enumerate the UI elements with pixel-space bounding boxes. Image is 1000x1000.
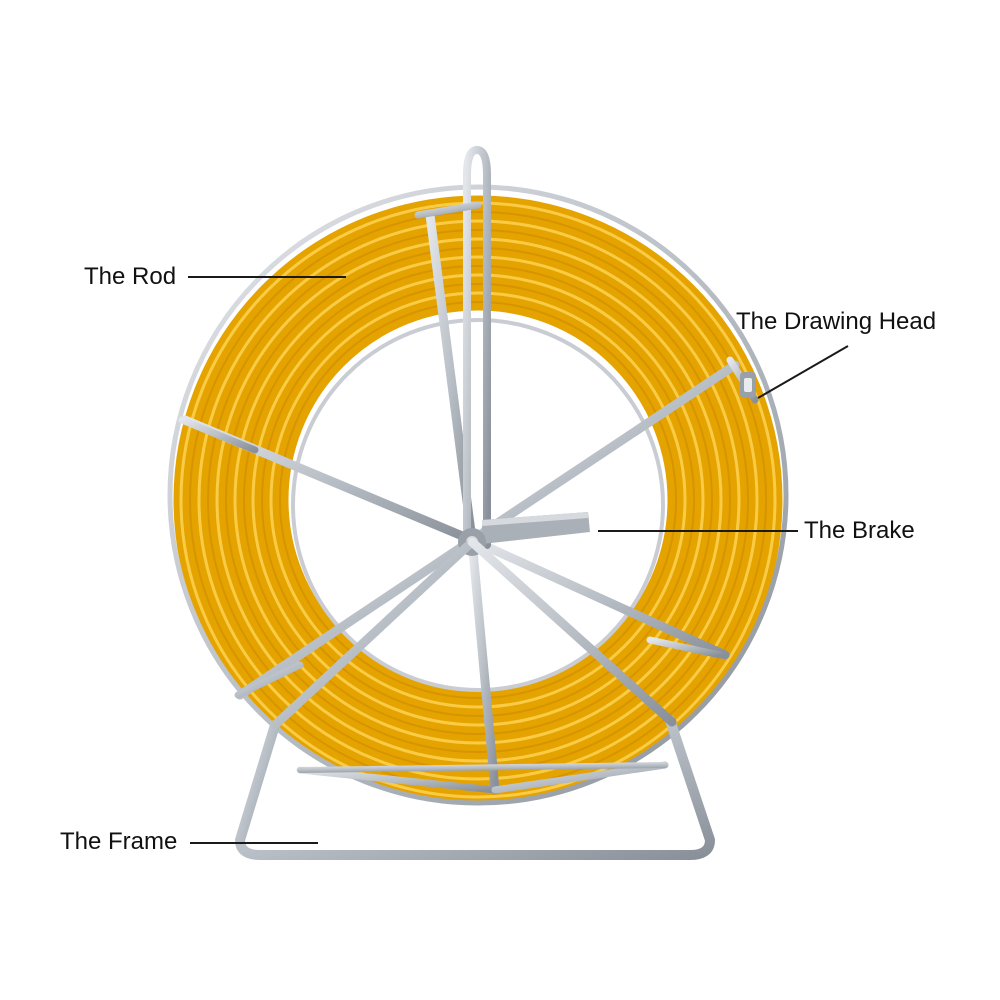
rod-winding <box>233 255 723 745</box>
rod-winding <box>261 283 695 717</box>
rod-winding <box>197 219 759 781</box>
inner-drum-ring <box>291 318 665 692</box>
label-drawing-head: The Drawing Head <box>736 308 937 335</box>
rod-winding <box>215 237 741 763</box>
label-brake: The Brake <box>804 517 915 544</box>
frame <box>235 537 715 860</box>
handle-loop <box>463 145 491 549</box>
leader-line-drawing-head <box>757 345 849 399</box>
label-rod: The Rod <box>84 263 177 290</box>
coil-brackets <box>178 201 759 699</box>
rod-winding <box>269 291 687 709</box>
label-frame: The Frame <box>60 828 178 855</box>
rod-winding <box>279 301 677 699</box>
outer-guard-ring <box>167 184 789 806</box>
rod-winding <box>225 247 731 753</box>
rod-coil <box>173 195 783 805</box>
rod-winding <box>251 273 705 727</box>
brake-lever <box>482 512 590 544</box>
rod-winding <box>243 265 713 735</box>
drawing-head <box>740 372 756 398</box>
leader-lines <box>188 276 849 844</box>
